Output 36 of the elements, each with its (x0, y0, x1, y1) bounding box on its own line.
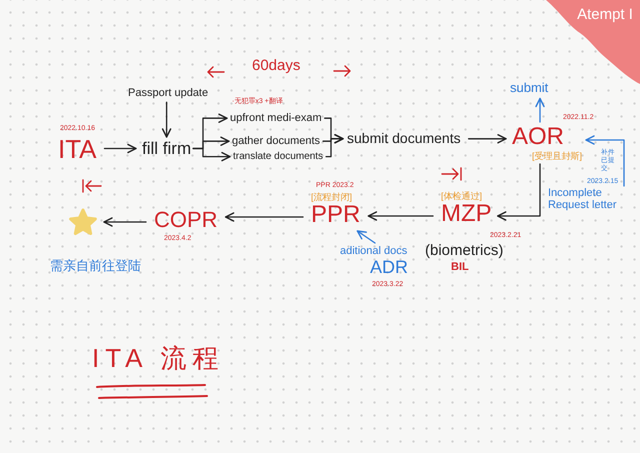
arrow (103, 217, 147, 227)
arrow (468, 134, 507, 144)
arrow (104, 144, 137, 154)
stage-label: COPR (154, 208, 218, 233)
stage-label: ADR (370, 257, 408, 278)
note-text: (biometrics) (425, 243, 504, 260)
note-text: BIL (451, 261, 469, 274)
stage-label: ITA (58, 135, 97, 164)
note-text: 需亲自前往登陆 (50, 259, 141, 274)
arrow (535, 98, 545, 123)
status-note: [受理且封斯] (532, 150, 582, 161)
elbow-arrow (325, 134, 344, 158)
status-note: [流程封闭] (311, 192, 354, 202)
status-note: [体检通过] (441, 191, 484, 202)
corner-tab-label: Atempt I (576, 6, 634, 24)
arrow (162, 102, 172, 138)
duration-label: 60days (252, 57, 300, 74)
stage-label: PPR (311, 202, 360, 229)
title: ITA 流程 (92, 344, 224, 374)
stage-label: AOR (512, 124, 566, 151)
step-label: fill firm (142, 139, 192, 158)
arrow (224, 212, 304, 222)
elbow-arrow (585, 135, 625, 187)
note-text: Incomplete Request letter (548, 187, 618, 212)
step-label: translate documents (233, 151, 324, 162)
step-label: Passport update (128, 87, 208, 100)
elbow-arrow (192, 148, 231, 162)
note-text: aditional docs (340, 245, 408, 258)
step-label: upfront medi-exam (230, 112, 322, 124)
arrow (368, 211, 434, 221)
action-label: submit (510, 81, 548, 96)
elbow-arrow (497, 163, 541, 221)
step-label: gather documents (232, 135, 320, 148)
stage-label: MZP (441, 201, 492, 228)
step-label: submit documents (347, 131, 461, 147)
arrow (356, 230, 376, 244)
